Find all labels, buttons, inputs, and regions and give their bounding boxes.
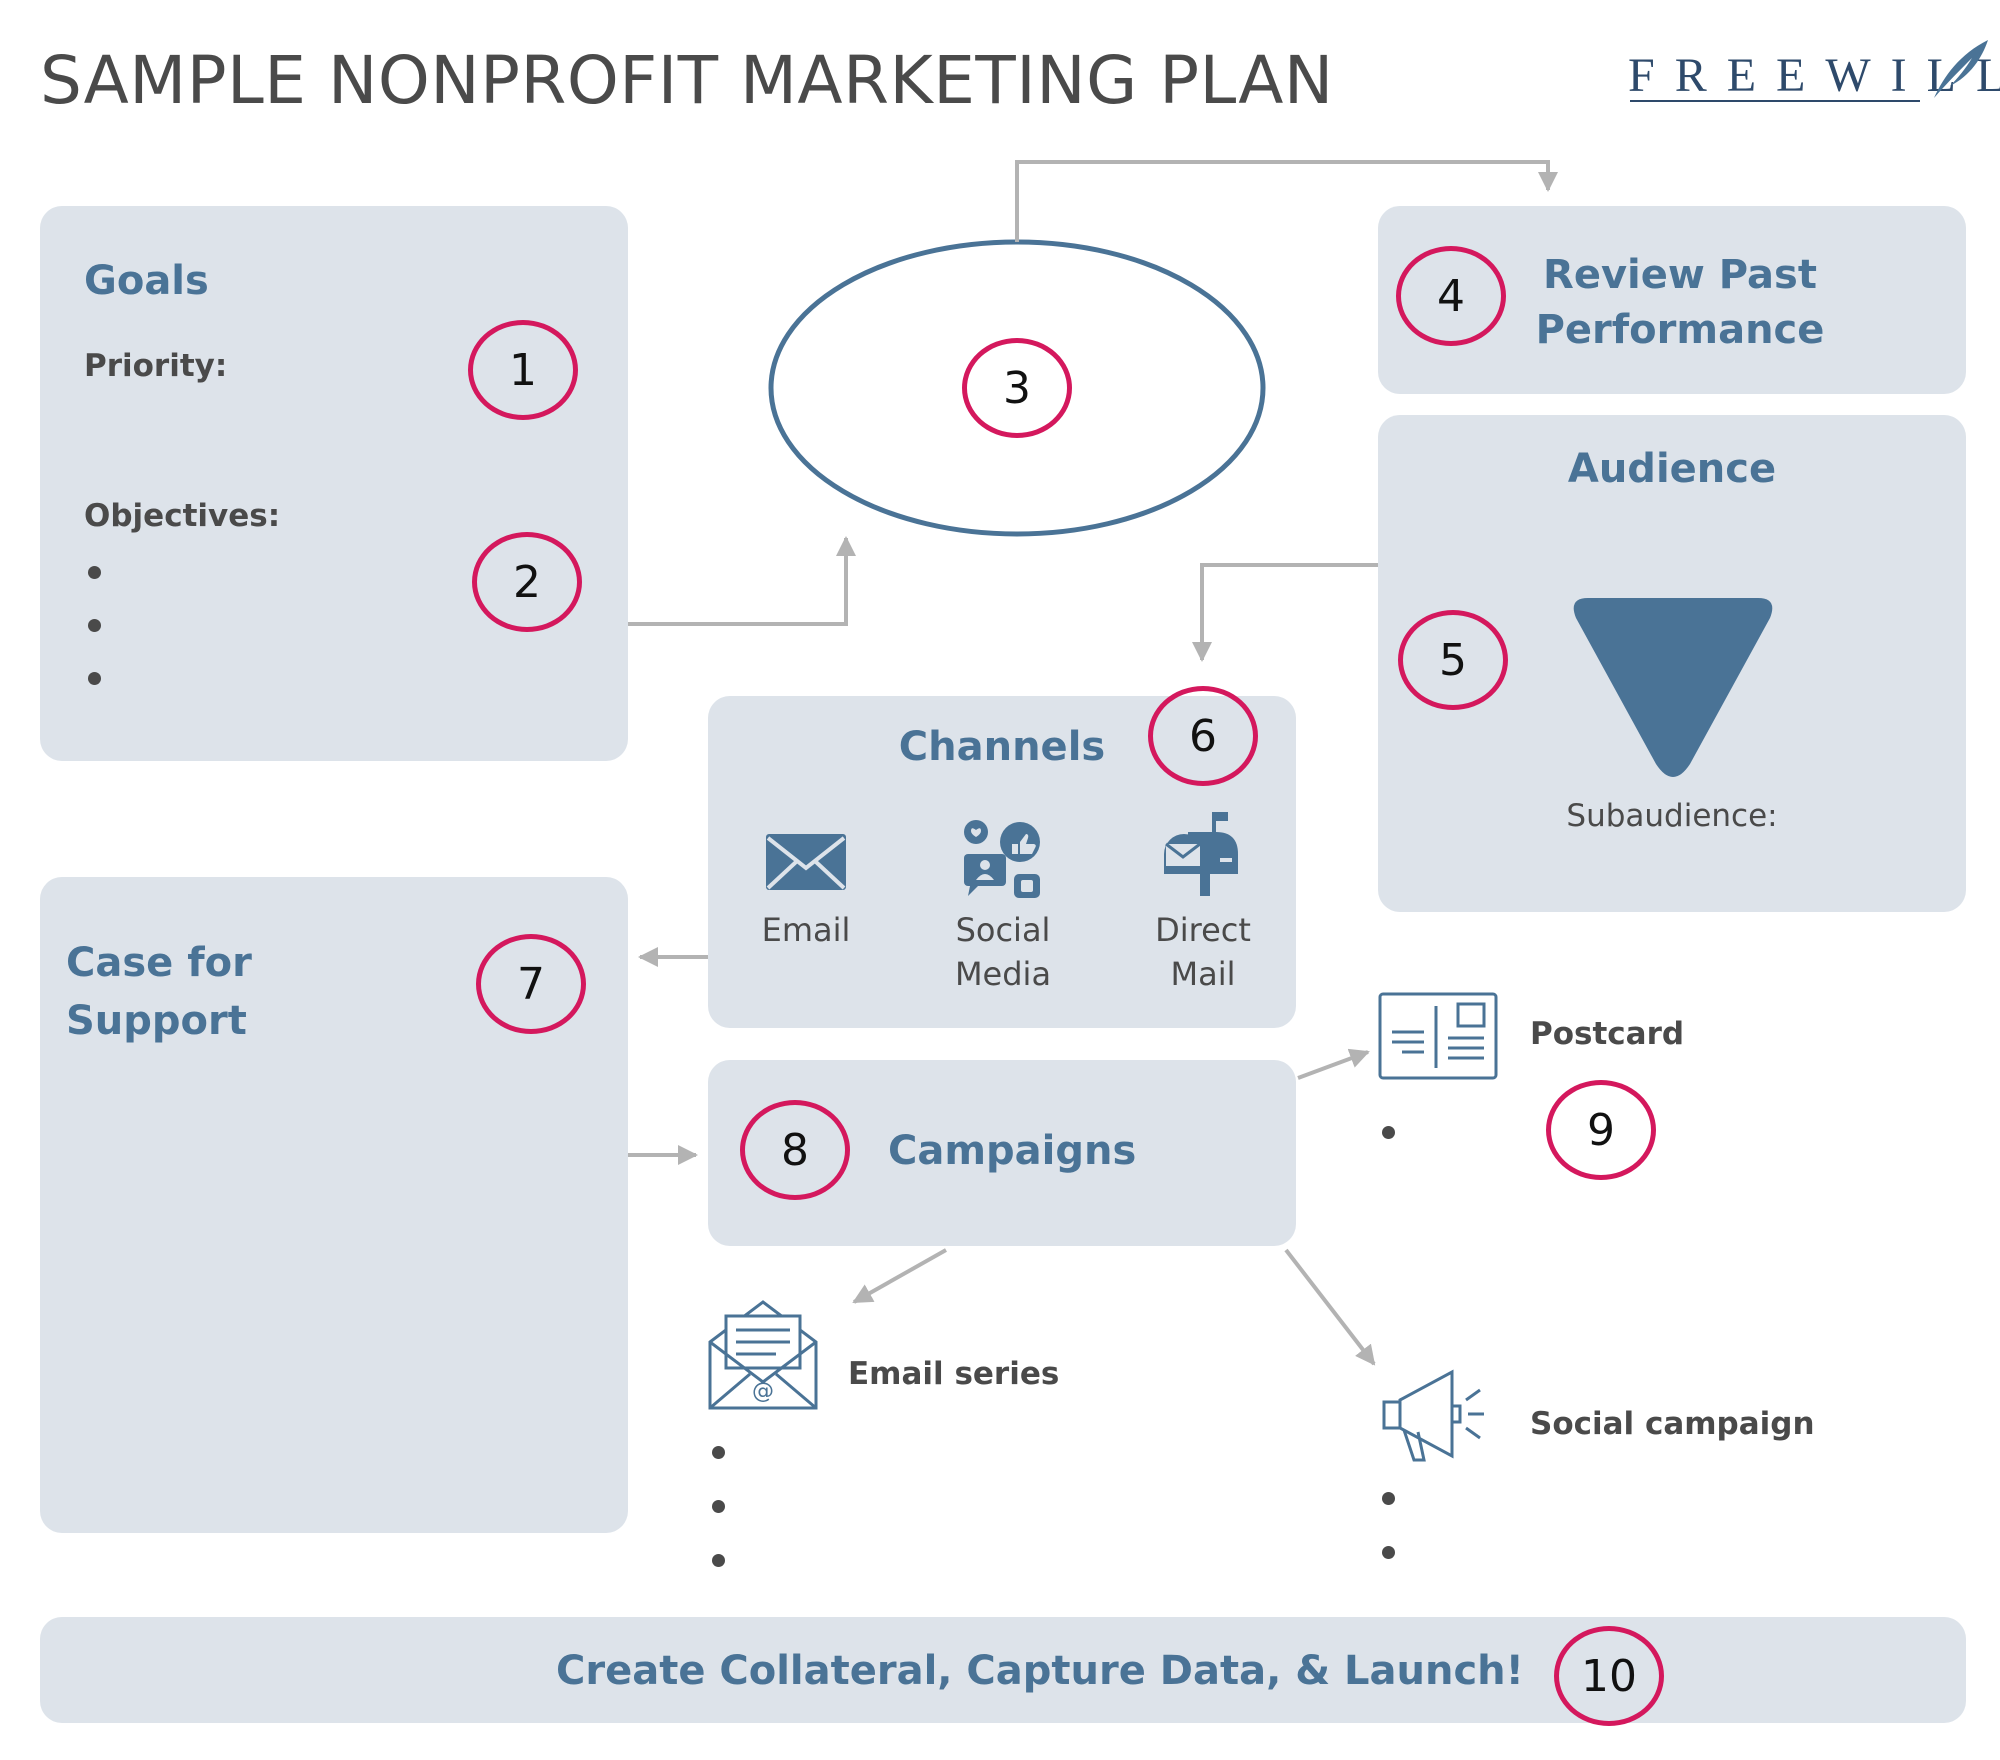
step-badge-9: 9 bbox=[1546, 1080, 1656, 1180]
objective-bullet bbox=[88, 672, 101, 685]
subaudience-label: Subaudience: bbox=[1566, 798, 1778, 834]
email-series-bullet bbox=[712, 1500, 725, 1513]
channel-social-line1: Social bbox=[955, 911, 1051, 949]
channel-direct-line1: Direct bbox=[1155, 911, 1251, 949]
step-badge-10: 10 bbox=[1554, 1626, 1664, 1726]
channel-social-line2: Media bbox=[954, 955, 1052, 993]
step-badge-7: 7 bbox=[476, 934, 586, 1034]
channel-email-label: Email bbox=[761, 911, 851, 949]
step-badge-2: 2 bbox=[472, 532, 582, 632]
arrow-to-review bbox=[1015, 160, 1558, 242]
social-campaign-bullet bbox=[1382, 1492, 1395, 1505]
campaigns-heading: Campaigns bbox=[888, 1128, 1137, 1174]
postcard-bullet bbox=[1382, 1126, 1395, 1139]
launch-text: Create Collateral, Capture Data, & Launc… bbox=[556, 1648, 1524, 1694]
envelope-icon bbox=[766, 834, 846, 890]
step-badge-1: 1 bbox=[468, 320, 578, 420]
priority-label: Priority: bbox=[84, 348, 228, 384]
arrow-to-postcard bbox=[1297, 1048, 1370, 1080]
social-campaign-bullet bbox=[1382, 1546, 1395, 1559]
goals-box bbox=[40, 206, 628, 761]
goals-heading: Goals bbox=[84, 258, 209, 304]
email-series-label: Email series bbox=[848, 1356, 1060, 1392]
funnel-icon bbox=[1573, 598, 1773, 777]
page-title: SAMPLE NONPROFIT MARKETING PLAN bbox=[40, 42, 1334, 119]
step-badge-5: 5 bbox=[1398, 610, 1508, 710]
feather-quill-icon bbox=[1934, 40, 1988, 98]
channel-direct-line2: Mail bbox=[1170, 955, 1236, 993]
logo-underline bbox=[1630, 100, 1920, 102]
email-series-bullet bbox=[712, 1446, 725, 1459]
step-badge-6: 6 bbox=[1148, 686, 1258, 786]
case-heading-line2: Support bbox=[66, 998, 247, 1044]
case-heading: Case for Support bbox=[66, 934, 252, 1050]
email-series-bullet bbox=[712, 1554, 725, 1567]
step-badge-4: 4 bbox=[1396, 246, 1506, 346]
channel-social-label: Social Media bbox=[918, 908, 1088, 996]
social-campaign-label: Social campaign bbox=[1530, 1406, 1815, 1442]
mailbox-icon bbox=[1164, 812, 1238, 896]
review-heading-line2: Performance bbox=[1535, 307, 1825, 353]
step-badge-3: 3 bbox=[962, 338, 1072, 438]
arrow-to-email-series bbox=[852, 1248, 947, 1304]
svg-text:@: @ bbox=[752, 1379, 774, 1404]
email-newsletter-icon: @ bbox=[708, 1300, 818, 1410]
step-badge-8: 8 bbox=[740, 1100, 850, 1200]
channels-heading: Channels bbox=[898, 724, 1106, 770]
arrow-to-social-campaign bbox=[1284, 1248, 1376, 1366]
postcard-icon bbox=[1378, 992, 1498, 1080]
channel-direct-label: Direct Mail bbox=[1118, 908, 1288, 996]
arrow-audience-to-channels bbox=[1192, 563, 1378, 662]
review-heading-line1: Review Past bbox=[1543, 252, 1817, 298]
social-media-icon bbox=[964, 820, 1040, 898]
review-heading: Review Past Performance bbox=[1430, 248, 1930, 358]
megaphone-icon bbox=[1382, 1369, 1484, 1462]
objectives-label: Objectives: bbox=[84, 498, 281, 534]
case-heading-line1: Case for bbox=[66, 940, 252, 986]
postcard-label: Postcard bbox=[1530, 1016, 1685, 1052]
objective-bullet bbox=[88, 566, 101, 579]
audience-heading: Audience bbox=[1567, 446, 1777, 492]
arrow-goals-to-ellipse bbox=[628, 536, 856, 626]
objective-bullet bbox=[88, 619, 101, 632]
